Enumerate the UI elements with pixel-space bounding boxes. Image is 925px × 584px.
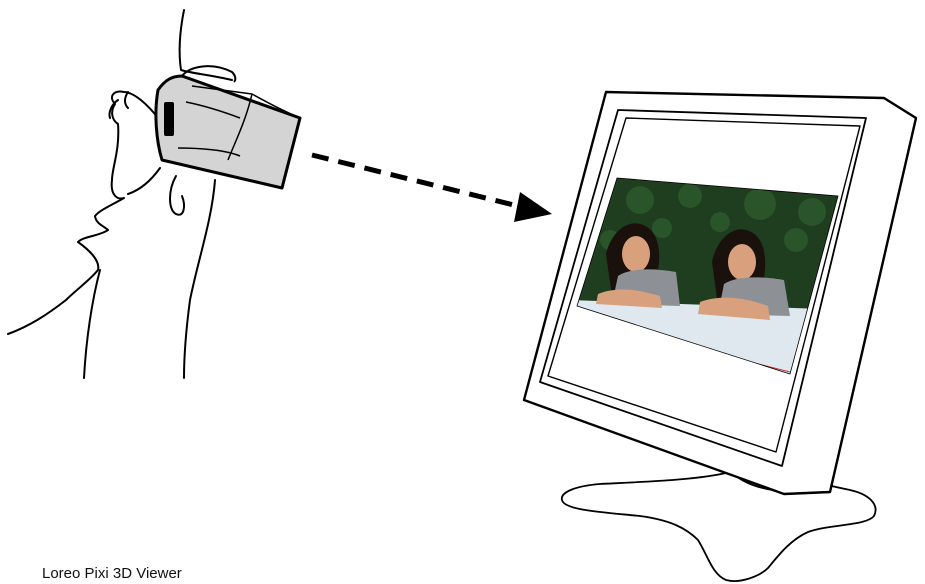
arrow-head — [514, 192, 552, 222]
ear-outline — [170, 176, 184, 215]
dashed-arrow-icon — [312, 155, 552, 222]
stereo-viewer-icon — [156, 66, 300, 188]
viewer-eyepiece — [164, 102, 174, 136]
face-profile — [8, 92, 158, 334]
person-illustration — [8, 10, 232, 378]
jaw-line — [128, 168, 160, 194]
figure-caption: Loreo Pixi 3D Viewer — [42, 565, 182, 583]
viewer-body — [156, 76, 300, 188]
neck-front — [84, 270, 100, 378]
neck-back — [184, 180, 215, 378]
arrow-shaft — [312, 155, 526, 208]
